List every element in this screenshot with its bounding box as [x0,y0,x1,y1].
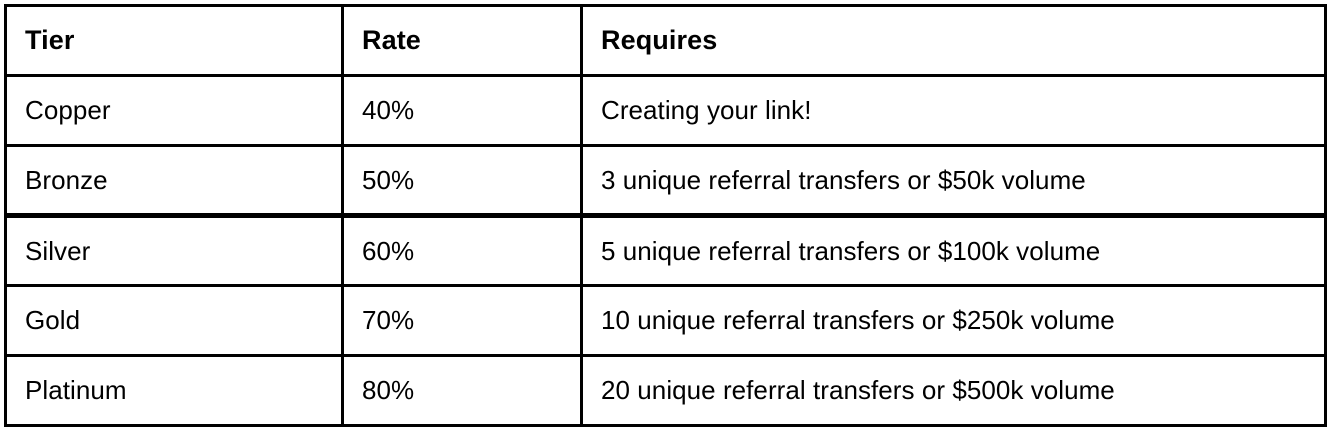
cell-tier: Bronze [4,144,344,218]
cell-rate: 80% [341,354,583,427]
cell-rate: 70% [341,284,583,357]
table-row: Silver 60% 5 unique referral transfers o… [4,214,1327,287]
cell-rate: 50% [341,144,583,218]
table-header-row: Tier Rate Requires [4,4,1327,77]
referral-tier-rate-table: Tier Rate Requires Copper 40% Creating y… [4,4,1327,427]
table-row: Gold 70% 10 unique referral transfers or… [4,284,1327,357]
cell-tier: Platinum [4,354,344,427]
cell-requires: Creating your link! [580,74,1327,147]
cell-requires: 3 unique referral transfers or $50k volu… [580,144,1327,218]
cell-tier: Copper [4,74,344,147]
cell-tier: Gold [4,284,344,357]
table-row: Copper 40% Creating your link! [4,74,1327,147]
table-body: Copper 40% Creating your link! Bronze 50… [4,74,1327,427]
cell-requires: 20 unique referral transfers or $500k vo… [580,354,1327,427]
cell-requires: 5 unique referral transfers or $100k vol… [580,214,1327,287]
cell-rate: 40% [341,74,583,147]
cell-requires: 10 unique referral transfers or $250k vo… [580,284,1327,357]
table-row: Bronze 50% 3 unique referral transfers o… [4,144,1327,218]
column-header-requires: Requires [580,4,1327,77]
column-header-rate: Rate [341,4,583,77]
table-header: Tier Rate Requires [4,4,1327,77]
table-row: Platinum 80% 20 unique referral transfer… [4,354,1327,427]
cell-rate: 60% [341,214,583,287]
column-header-tier: Tier [4,4,344,77]
cell-tier: Silver [4,214,344,287]
